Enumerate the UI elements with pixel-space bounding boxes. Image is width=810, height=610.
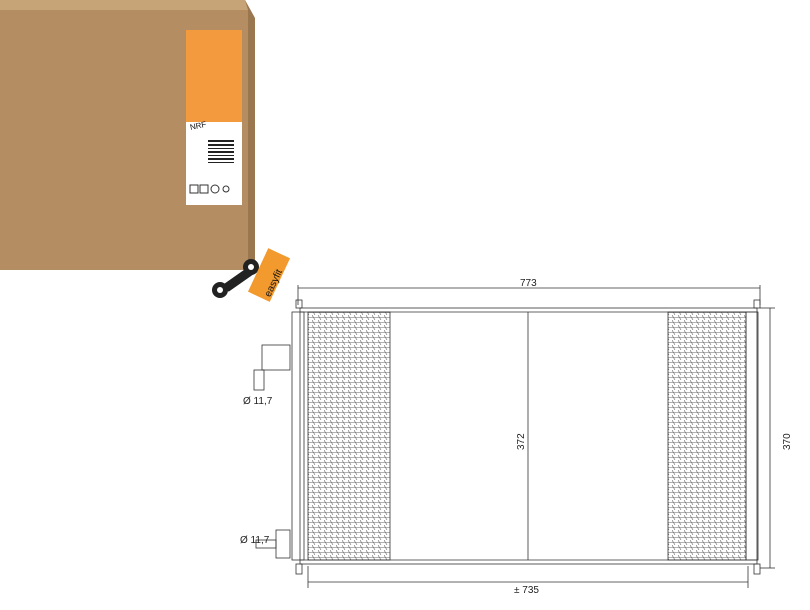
dim-label-core-width: ± 735 [514,585,539,596]
dim-label-overall-width: 773 [520,278,537,289]
brand-logo: NRF [189,120,207,132]
cardboard-box: NRF [0,0,255,270]
pipe-fitting-bottom [275,529,291,559]
condenser-frame [299,307,758,565]
easyfit-badge: easyfit [212,248,290,302]
easyfit-tag [247,248,290,302]
product-box-image: NRF [0,0,260,275]
core-fins-right [667,311,747,561]
recycle-icon [210,184,220,194]
certification-marks [189,184,230,194]
pipe-fitting-top [261,344,291,371]
barcode-icon [208,140,234,163]
box-label: NRF [186,30,242,205]
core-fins-left [307,311,391,561]
wrench-icon [212,259,259,298]
dim-label-pipe-diameter-bottom: Ø 11,7 [240,535,270,546]
dim-label-overall-height: 370 [782,433,793,450]
dim-label-core-height: 372 [516,433,527,450]
dim-label-pipe-diameter-top: Ø 11,7 [243,396,273,407]
orange-label-band [186,30,242,122]
